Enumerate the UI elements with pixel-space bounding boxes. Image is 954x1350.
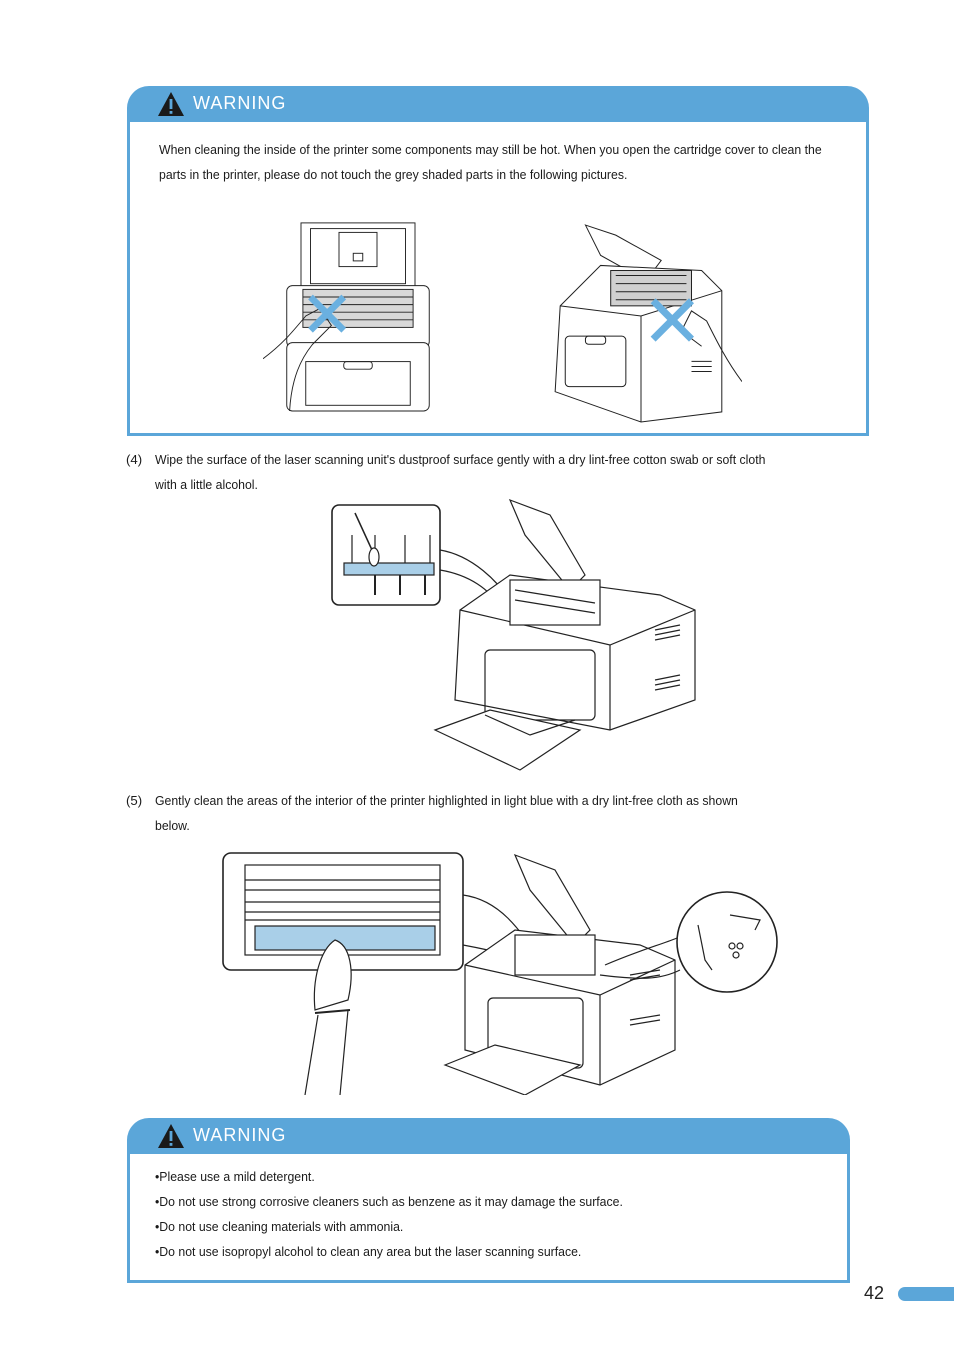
step4-text-line1: Wipe the surface of the laser scanning u…	[155, 452, 766, 467]
page-number: 42	[863, 1283, 884, 1303]
interior-cleaning-figure	[222, 852, 778, 1095]
page-tab-decoration	[898, 1287, 954, 1301]
warning-item: •Do not use cleaning materials with ammo…	[155, 1219, 404, 1234]
warning-item: •Please use a mild detergent.	[155, 1169, 315, 1184]
warning-box-bottom: WARNING •Please use a mild detergent. •D…	[127, 1118, 850, 1283]
warning-box-top: WARNING When cleaning the inside of the …	[127, 86, 869, 436]
warning-triangle-icon	[158, 92, 184, 116]
step4-text-line2: with a little alcohol.	[155, 477, 258, 492]
printer-open-angled-figure	[554, 224, 742, 423]
step-number-5: (5)	[126, 793, 143, 808]
warning-title: WARNING	[193, 93, 287, 113]
warning-item: •Do not use strong corrosive cleaners su…	[155, 1194, 623, 1209]
warning-item: •Do not use isopropyl alcohol to clean a…	[155, 1244, 582, 1259]
warning-triangle-icon	[158, 1124, 184, 1148]
step-number-4: (4)	[126, 452, 143, 467]
printer-open-front-figure	[263, 222, 430, 412]
warning-header: WARNING	[127, 86, 869, 122]
step5-text-line2: below.	[155, 818, 190, 833]
warning-text-line1: When cleaning the inside of the printer …	[159, 142, 822, 157]
warning-title: WARNING	[193, 1125, 287, 1145]
warning-text-line2: parts in the printer, please do not touc…	[159, 167, 628, 182]
warning-header: WARNING	[127, 1118, 850, 1154]
laser-scanning-unit-figure	[331, 498, 696, 771]
step5-text-line1: Gently clean the areas of the interior o…	[155, 793, 738, 808]
